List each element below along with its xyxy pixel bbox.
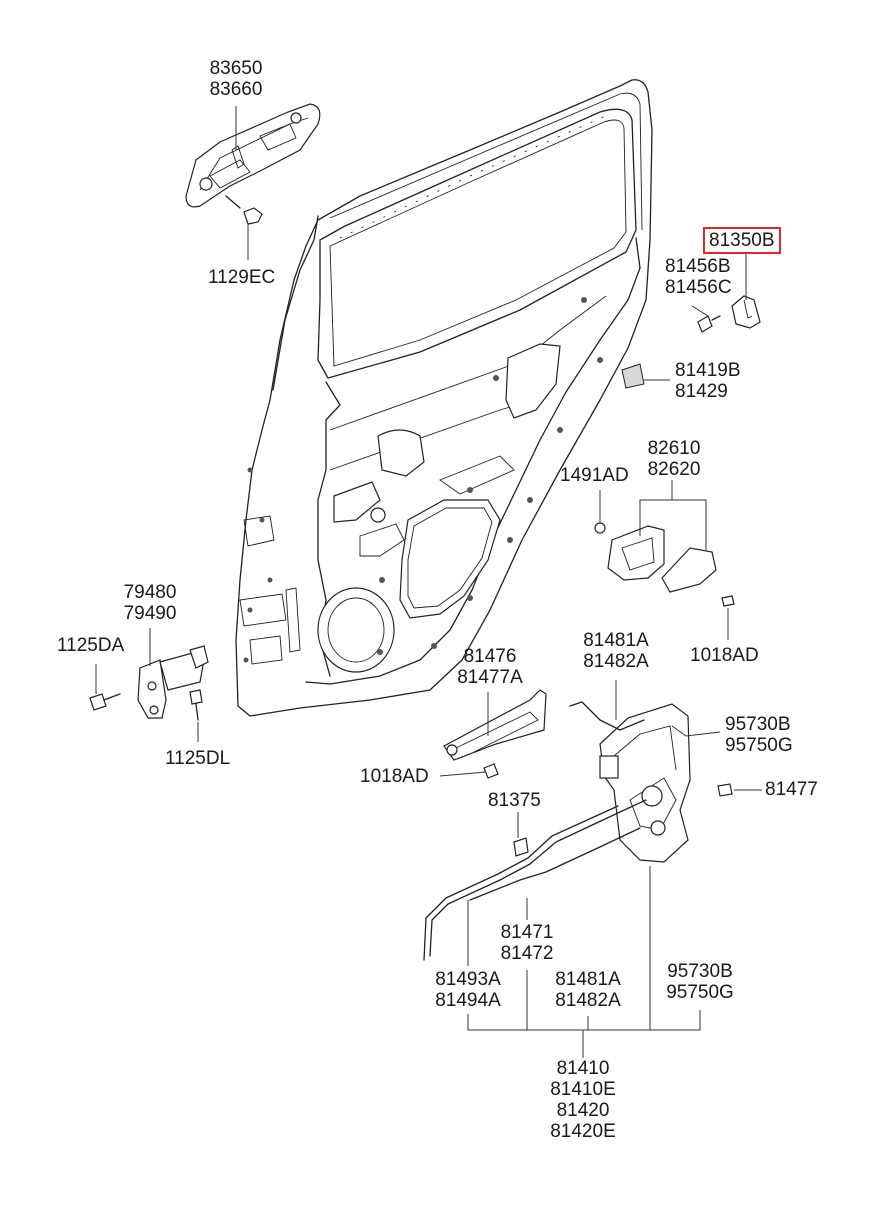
leader-lines	[95, 106, 762, 1058]
rods-cable-part	[423, 701, 647, 961]
callout-bolt-dl: 1125DL	[165, 748, 231, 769]
inside-handle-part	[594, 522, 735, 607]
door-panel	[235, 79, 653, 717]
callout-bolt-top: 1129EC	[208, 267, 276, 288]
checker-part	[89, 645, 209, 721]
callout-clip-a: 1491AD	[560, 465, 629, 486]
callout-screw-a: 1018AD	[690, 645, 759, 666]
bolt-1129ec-part	[225, 195, 263, 225]
striker-part	[697, 295, 761, 333]
callout-screw-b: 1018AD	[360, 766, 429, 787]
outside-handle-part	[185, 103, 321, 208]
callout-clip-b: 81375	[488, 790, 541, 811]
bracket-part	[443, 689, 547, 779]
pad-part	[621, 363, 645, 389]
callout-bolt-da: 1125DA	[57, 635, 125, 656]
callout-screw-c: 81477	[765, 779, 818, 800]
callout-striker-highlighted[interactable]: 81350B	[703, 227, 781, 254]
latch-actuator-part	[599, 703, 733, 863]
